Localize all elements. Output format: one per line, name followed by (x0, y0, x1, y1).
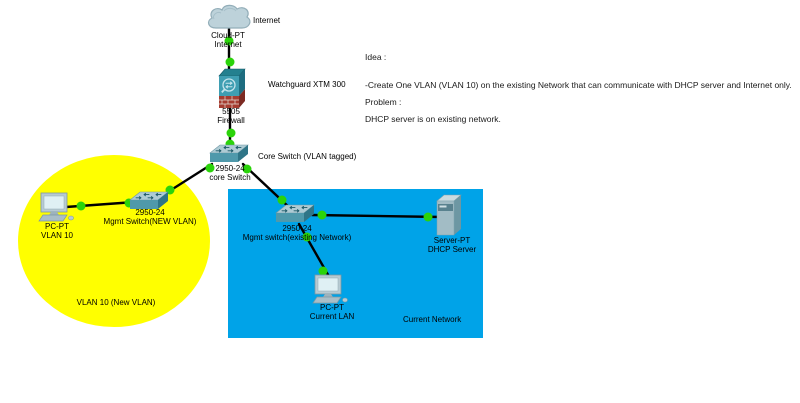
server-drive-slot (439, 205, 447, 208)
firewall-brick-mortar (219, 96, 239, 108)
pc-vlan10-label-line2: VLAN 10 (40, 231, 74, 240)
pc-mouse (68, 215, 74, 221)
server-label-line1: Server-PT (433, 236, 471, 245)
pc-vlan10-label: PC-PT VLAN 10 (41, 222, 73, 240)
cloud-icon[interactable] (204, 2, 252, 32)
mgmt-switch-existing-label-line1: 2950-24 (282, 224, 312, 233)
firewall-right-face (239, 69, 245, 96)
pc-mouse (342, 297, 348, 303)
pc-current-icon[interactable] (312, 274, 350, 306)
core-switch-label: 2950-24 core Switch (209, 164, 250, 182)
note-idea-text: -Create One VLAN (VLAN 10) on the existi… (365, 80, 792, 90)
link-status-dot (318, 266, 328, 276)
firewall-icon[interactable] (217, 66, 247, 110)
pc-stand (323, 294, 333, 297)
link-status-dots (76, 36, 433, 276)
firewall-label: 5505 Firewall (217, 107, 245, 125)
firewall-inspect-glyph (221, 78, 236, 94)
note-idea-heading: Idea : (365, 52, 387, 62)
mgmt-switch-existing-icon[interactable] (275, 202, 317, 226)
cloud-detail (213, 7, 237, 20)
switch-right-face (238, 145, 248, 162)
core-switch-label-line2: core Switch (209, 173, 251, 182)
pc-current-label-line2: Current LAN (309, 312, 355, 321)
core-switch-icon[interactable] (209, 142, 251, 166)
cloud-label-line1: Cloud-PT (211, 31, 245, 40)
mgmt-switch-new-label-line1: 2950-24 (135, 208, 165, 217)
note-problem-text: DHCP server is on existing network. (365, 114, 501, 124)
cloud-label: Cloud-PT Internet (211, 31, 245, 49)
mgmt-switch-existing-label: 2950-24 Mgmt switch(existing Network) (243, 224, 351, 242)
link-status-dot (302, 232, 312, 242)
switch-arrow-marks (281, 205, 308, 213)
link-status-dot (317, 210, 327, 220)
cloud-shape (207, 4, 251, 29)
server-label: Server-PT DHCP Server (428, 236, 476, 254)
link-status-dot (205, 163, 215, 173)
cloud-label-line2: Internet (214, 40, 242, 49)
link-status-dot (242, 164, 252, 174)
server-label-line2: DHCP Server (427, 245, 477, 254)
core-switch-annotation: Core Switch (VLAN tagged) (258, 152, 357, 161)
link-status-dot (76, 201, 86, 211)
pc-vlan10-label-line1: PC-PT (45, 222, 69, 231)
firewall-right-brick (239, 89, 245, 108)
switch-arrow-marks (135, 192, 162, 200)
pc-screen (43, 195, 65, 210)
current-network-zone-label: Current Network (403, 315, 462, 324)
pc-keyboard (38, 214, 68, 222)
link-status-dot (226, 128, 236, 138)
mgmt-switch-new-icon[interactable] (129, 189, 171, 213)
switch-front-face (210, 153, 238, 162)
link-status-dot (224, 36, 234, 46)
cloud-annotation: Internet (253, 16, 281, 25)
pc-current-label-line1: PC-PT (320, 303, 344, 312)
server-icon[interactable] (435, 193, 463, 239)
pc-stand (49, 212, 59, 215)
switch-arrow-marks (215, 145, 242, 153)
cable-mgmtexisting-server[interactable] (310, 213, 444, 219)
firewall-label-line1: 5505 (222, 107, 240, 116)
pc-current-label: PC-PT Current LAN (310, 303, 354, 321)
link-status-dot (423, 212, 433, 222)
switch-front-face (276, 213, 304, 222)
note-problem-heading: Problem : (365, 97, 402, 107)
pc-vlan10-icon[interactable] (38, 192, 76, 224)
pc-keyboard (312, 296, 342, 304)
core-switch-label-line1: 2950-24 (215, 164, 245, 173)
mgmt-switch-new-label-line2: Mgmt Switch(NEW VLAN) (103, 217, 197, 226)
mgmt-switch-existing-label-line2: Mgmt switch(existing Network) (242, 233, 352, 242)
link-status-dot (277, 195, 287, 205)
vlan10-zone-label: VLAN 10 (New VLAN) (76, 298, 156, 307)
switch-front-face (130, 200, 158, 209)
firewall-label-line2: Firewall (217, 116, 245, 125)
server-right-face (454, 195, 461, 235)
firewall-annotation: Watchguard XTM 300 (268, 80, 346, 89)
switch-right-face (158, 192, 168, 209)
firewall-bricks (219, 96, 239, 108)
link-status-dot (225, 57, 235, 67)
switch-right-face (304, 205, 314, 222)
pc-screen (317, 277, 339, 292)
mgmt-switch-new-label: 2950-24 Mgmt Switch(NEW VLAN) (104, 208, 197, 226)
